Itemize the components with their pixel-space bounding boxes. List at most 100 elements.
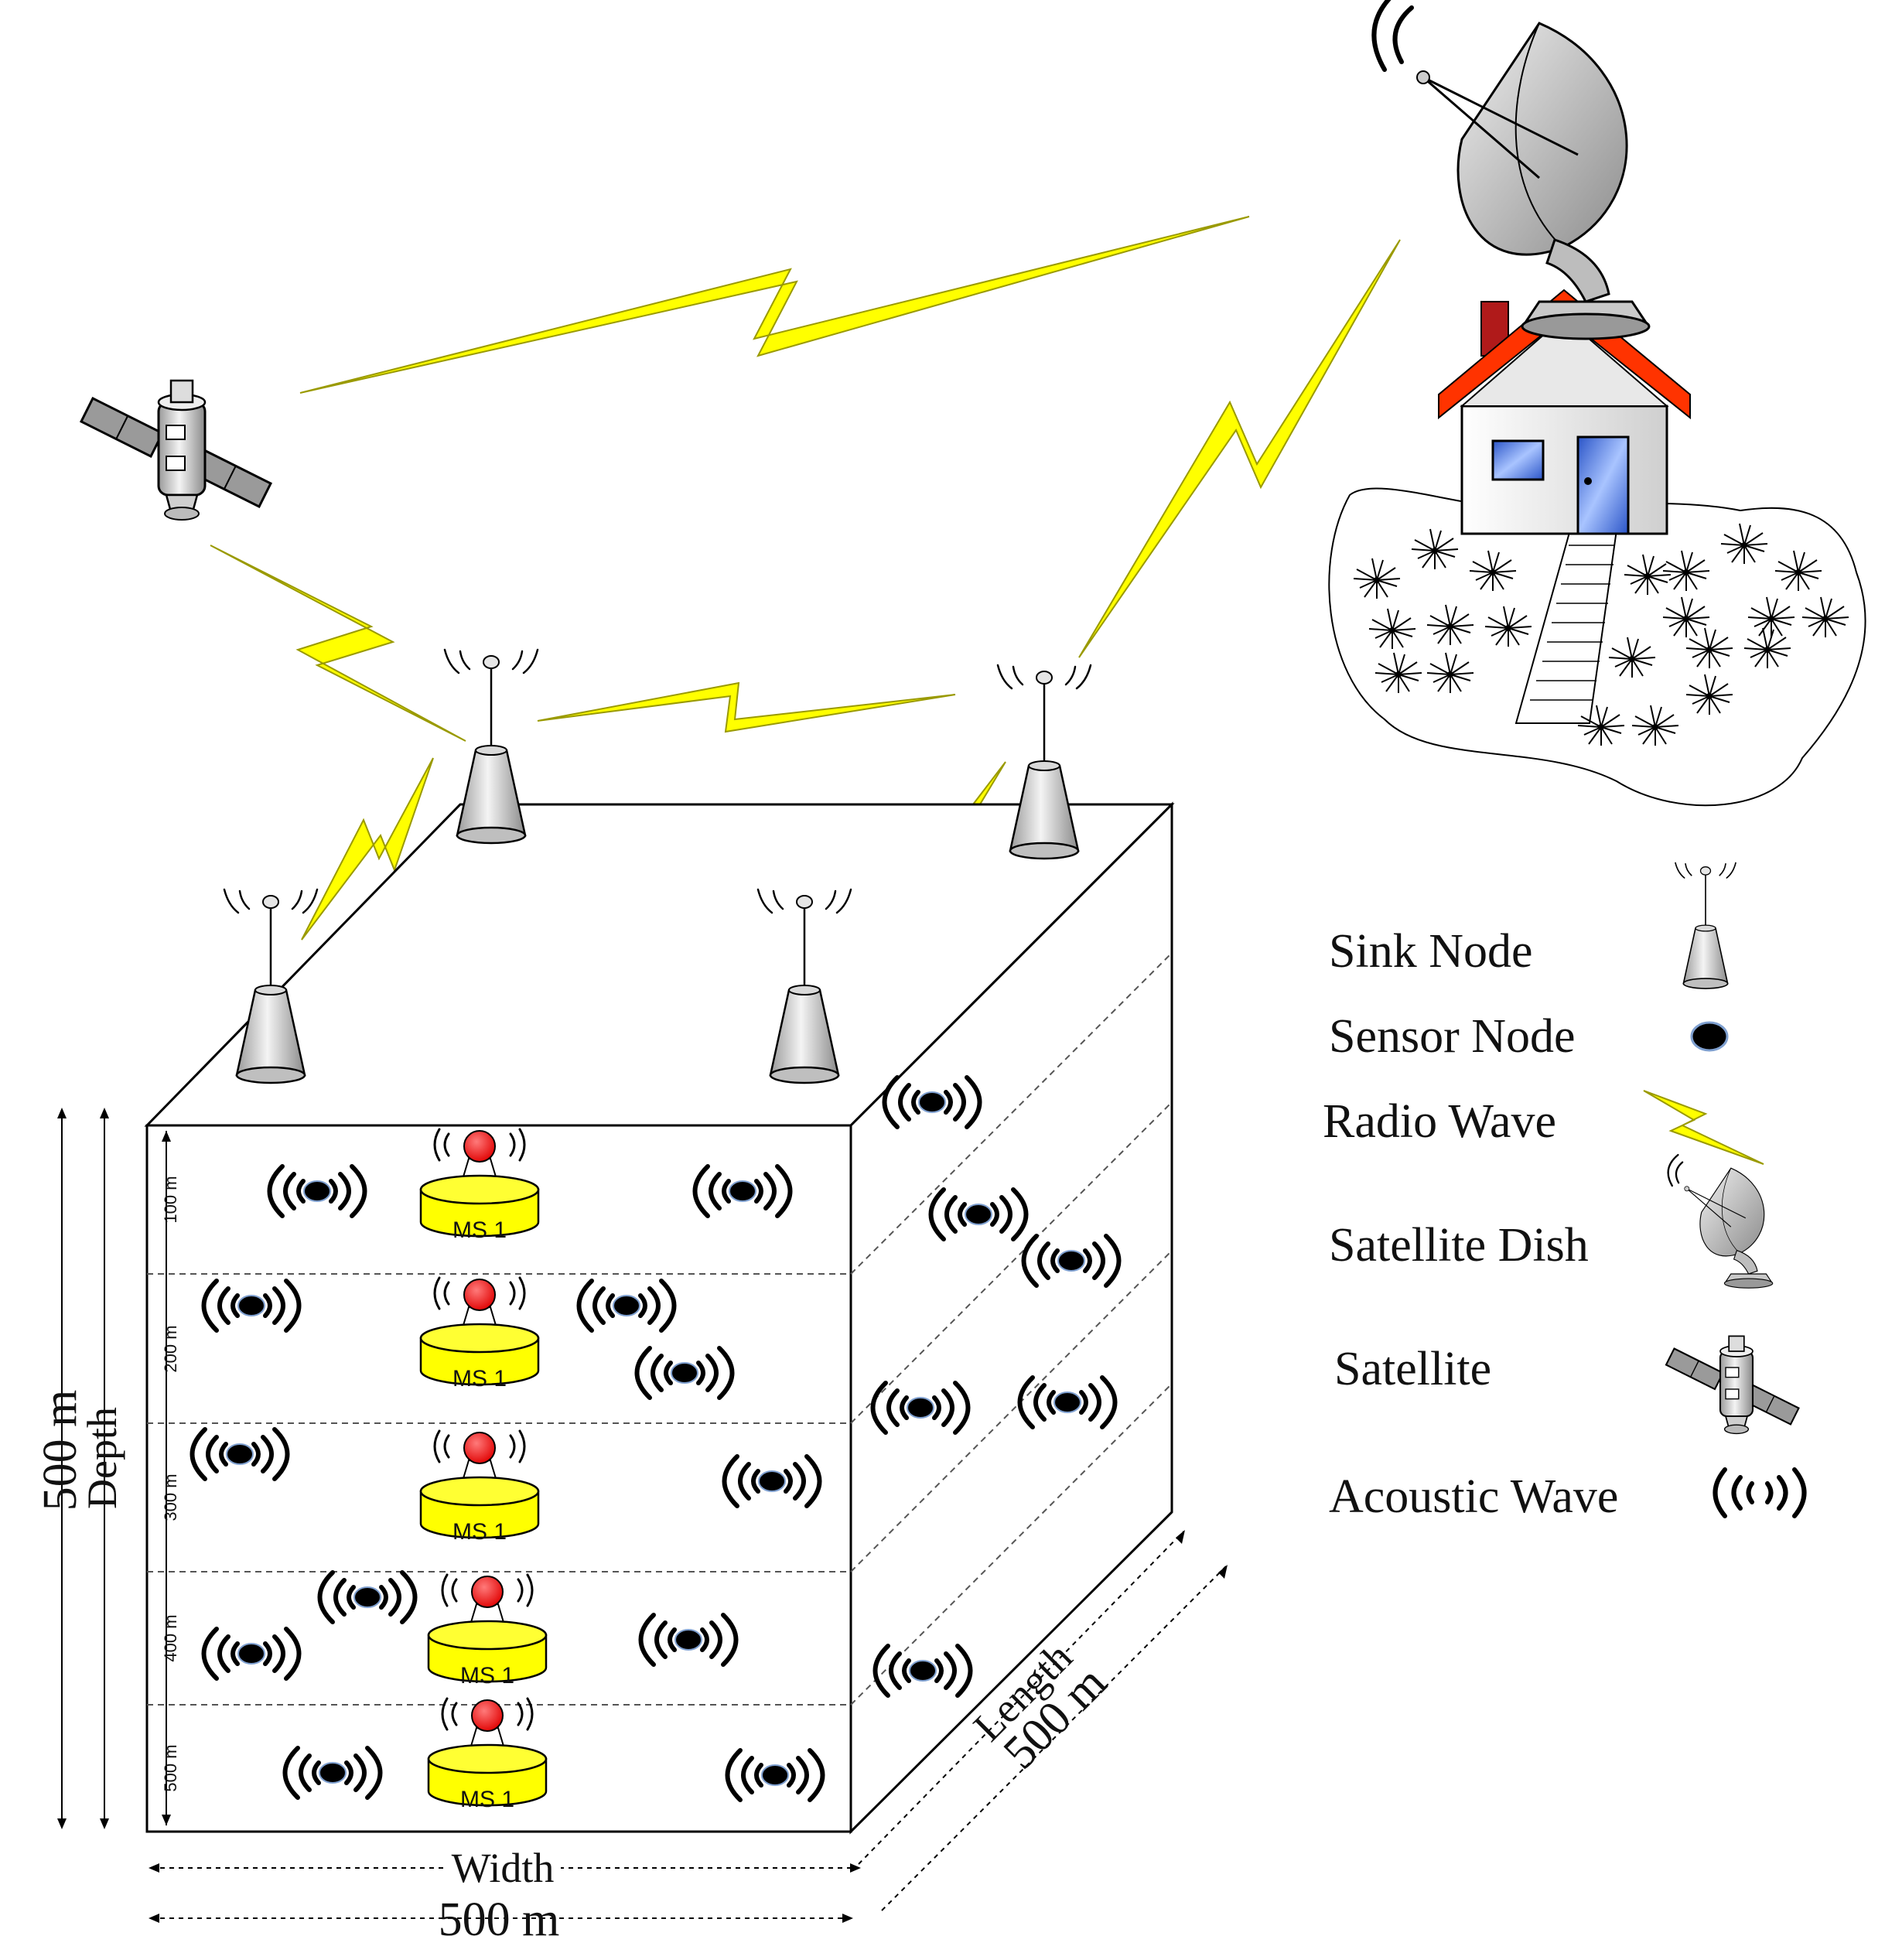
radio-wave-sink-dish — [1078, 239, 1401, 658]
sensor-node-dot — [613, 1295, 640, 1316]
acoustic-wave-arc — [654, 1620, 668, 1659]
legend-satellite-icon — [1665, 1335, 1800, 1435]
acoustic-wave-arc — [284, 1279, 302, 1333]
legend-sink-node-label: Sink Node — [1329, 925, 1533, 978]
acoustic-wave-arc — [668, 1627, 677, 1652]
acoustic-wave-arc — [201, 1279, 219, 1333]
layer-label-1: 100 m — [161, 1176, 180, 1223]
sensor-node-dot — [729, 1180, 756, 1202]
legend: Sink Node Sensor Node Radio Wave Satelli… — [1323, 862, 1807, 1523]
acoustic-wave-arc — [941, 1388, 954, 1427]
acoustic-wave-arc — [296, 1179, 306, 1204]
acoustic-wave-arc — [284, 1627, 302, 1681]
sensor-node-dot — [965, 1204, 992, 1225]
acoustic-wave-arc — [953, 1083, 966, 1122]
acoustic-wave-arc — [692, 1164, 710, 1218]
legend-satellite-label: Satellite — [1334, 1343, 1491, 1395]
depth-value: 500 m — [34, 1390, 87, 1511]
sensor-node — [634, 1346, 735, 1400]
acoustic-wave-arc — [1092, 1241, 1105, 1280]
acoustic-wave-arc — [350, 1164, 367, 1218]
sensor-nodes — [190, 1075, 1122, 1802]
acoustic-wave-arc — [267, 1164, 285, 1218]
acoustic-wave-arc — [647, 1286, 661, 1325]
acoustic-wave-arc — [944, 1090, 953, 1115]
acoustic-wave-arc — [606, 1293, 615, 1318]
sensor-node — [201, 1279, 302, 1333]
acoustic-wave-arc — [190, 1427, 207, 1481]
sensor-node — [722, 1454, 822, 1508]
acoustic-wave-arc — [870, 1381, 888, 1435]
acoustic-wave-arc — [953, 1381, 971, 1435]
acoustic-wave-arc — [231, 1293, 240, 1318]
acoustic-wave-arc — [934, 1658, 944, 1683]
acoustic-wave-arc — [741, 1756, 754, 1794]
mobile-sinks: MS 1 MS 1 MS 1 MS 1 MS 1 — [419, 1128, 548, 1812]
acoustic-wave-arc — [651, 1354, 664, 1392]
acoustic-wave-arc — [705, 1354, 719, 1392]
sensor-node — [1017, 1375, 1118, 1429]
acoustic-wave-arc — [282, 1746, 300, 1800]
acoustic-wave-arc — [1033, 1383, 1047, 1422]
acoustic-wave-arc — [722, 1454, 739, 1508]
acoustic-wave-arc — [808, 1748, 825, 1802]
acoustic-wave-arc — [955, 1644, 973, 1698]
acoustic-wave-arc — [1088, 1383, 1101, 1422]
legend-sensor-node-label: Sensor Node — [1329, 1010, 1576, 1063]
acoustic-wave-arc — [263, 1641, 272, 1666]
acoustic-wave-arc — [944, 1651, 957, 1690]
radio-wave-satellite-dish — [299, 216, 1250, 394]
acoustic-wave-arc — [754, 1179, 763, 1204]
sensor-node-dot — [303, 1180, 331, 1202]
width-value: 500 m — [439, 1893, 560, 1946]
sensor-node-dot — [761, 1764, 789, 1786]
acoustic-wave-arc — [299, 1753, 312, 1792]
acoustic-wave-arc — [1079, 1390, 1088, 1415]
svg-text:MS 1: MS 1 — [452, 1366, 507, 1391]
acoustic-wave-arc — [217, 1634, 231, 1673]
sensor-node-dot — [237, 1295, 265, 1316]
acoustic-wave-arc — [872, 1644, 890, 1698]
radio-wave-left-sinks — [301, 757, 434, 941]
acoustic-wave-arc — [1047, 1390, 1056, 1415]
acoustic-wave-arc — [751, 1469, 760, 1494]
sensor-node — [872, 1644, 973, 1698]
house-door — [1576, 435, 1630, 535]
acoustic-wave-arc — [206, 1435, 219, 1473]
acoustic-wave-arc — [1021, 1234, 1039, 1288]
svg-text:MS 1: MS 1 — [452, 1519, 507, 1545]
sensor-node — [870, 1381, 971, 1435]
acoustic-wave-arc — [889, 1651, 902, 1690]
acoustic-wave-arc — [990, 1202, 999, 1227]
acoustic-wave-arc — [793, 1462, 806, 1501]
sensor-node-dot — [671, 1362, 698, 1384]
acoustic-wave-arc — [804, 1454, 822, 1508]
ground-station — [1328, 289, 1866, 807]
sensor-node — [282, 1746, 383, 1800]
acoustic-wave-arc — [353, 1753, 367, 1792]
legend-satellite-dish-icon — [1667, 1153, 1774, 1289]
legend-acoustic-wave-icon — [1713, 1467, 1807, 1518]
acoustic-wave-arc — [709, 1620, 722, 1659]
acoustic-wave-arc — [347, 1585, 356, 1610]
acoustic-wave-arc — [365, 1746, 383, 1800]
acoustic-wave-arc — [1037, 1241, 1050, 1280]
acoustic-wave-arc — [784, 1469, 793, 1494]
sensor-node — [317, 1570, 418, 1624]
acoustic-wave-arc — [263, 1293, 272, 1318]
radio-wave-satellite-sink — [210, 545, 466, 742]
legend-satellite-dish-label: Satellite Dish — [1329, 1219, 1589, 1272]
acoustic-wave-arc — [796, 1756, 809, 1794]
sensor-node — [692, 1164, 793, 1218]
acoustic-wave-arc — [886, 1388, 900, 1427]
acoustic-wave-arc — [338, 1172, 351, 1210]
sensor-node-dot — [226, 1443, 254, 1465]
acoustic-wave-arc — [659, 1279, 677, 1333]
radio-wave-back-sinks — [537, 681, 956, 733]
acoustic-wave-arc — [638, 1613, 656, 1667]
acoustic-wave-arc — [787, 1763, 796, 1788]
acoustic-wave-arc — [1083, 1248, 1092, 1273]
acoustic-wave-arc — [958, 1202, 967, 1227]
sensor-node-dot — [909, 1660, 937, 1682]
